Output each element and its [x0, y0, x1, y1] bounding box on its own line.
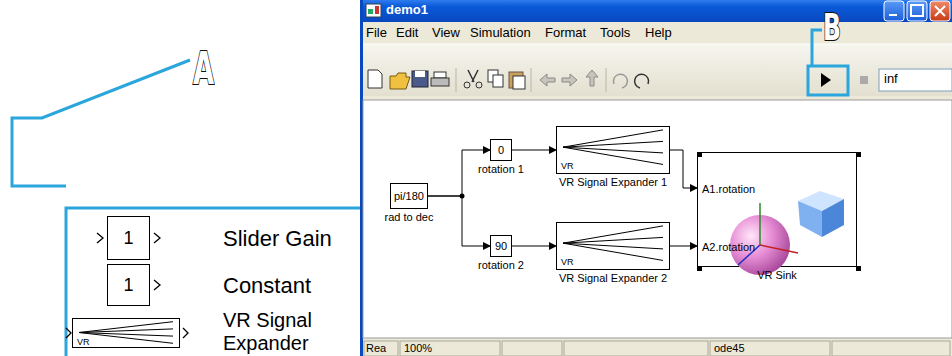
status-text: ode45 — [714, 342, 745, 355]
vr-sink-block: A1.rotationA2.rotationVR Sink — [697, 152, 857, 267]
callout-letter: A — [193, 44, 214, 95]
block-label: VR Sink — [757, 269, 797, 282]
app-window — [360, 0, 952, 356]
window-buttons — [884, 1, 950, 21]
constant-block: 0rotation 1 — [490, 139, 512, 161]
constant-block: 90rotation 2 — [490, 235, 512, 257]
expander-icon — [557, 127, 671, 175]
menu-item: Edit — [396, 26, 418, 41]
stop-time-field: inf — [884, 72, 898, 87]
menu-item: File — [366, 26, 387, 41]
block-label: rotation 1 — [478, 163, 524, 176]
menu-item: Tools — [600, 26, 630, 41]
block-label: VR Signal Expander 2 — [559, 272, 667, 285]
toolbar-icons — [368, 68, 952, 92]
block-text: A1.rotation — [702, 183, 755, 196]
window-icon — [366, 4, 381, 17]
gain-block: pi/180rad to dec — [390, 183, 428, 209]
library-constant-block: 1Constant — [107, 264, 150, 306]
signal-line — [670, 150, 697, 188]
block-text: 0 — [498, 144, 504, 157]
status-text: 100% — [404, 342, 432, 355]
block-text: VR — [561, 257, 574, 267]
block-label: VR Signal Expander — [223, 309, 349, 355]
block-label: VR Signal Expander 1 — [559, 176, 667, 189]
signal-line — [512, 150, 556, 151]
block-text: VR — [561, 161, 574, 171]
library-expander-block: VRVR Signal Expander — [72, 318, 180, 348]
block-text: 1 — [123, 275, 133, 296]
block-text: A2.rotation — [702, 241, 755, 254]
block-text: 90 — [495, 240, 507, 253]
block-label: rotation 2 — [478, 259, 524, 272]
block-text: 1 — [123, 228, 133, 249]
block-label: rad to dec — [385, 211, 434, 224]
callout-letter: B — [823, 6, 841, 50]
menu-item: View — [432, 26, 460, 41]
signal-line — [512, 246, 556, 247]
status-fields — [364, 341, 950, 356]
signal-expander-block: VRVR Signal Expander 1 — [556, 126, 670, 174]
library-gain-block: 1Slider Gain — [107, 216, 150, 260]
block-label: Constant — [223, 273, 311, 298]
block-text: pi/180 — [394, 190, 424, 203]
menu-item: Simulation — [470, 26, 531, 41]
callout-leader — [12, 60, 366, 356]
expander-icon — [557, 223, 671, 271]
block-label: Slider Gain — [223, 226, 332, 251]
menu-item: Format — [545, 26, 586, 41]
status-text: Rea — [366, 342, 386, 355]
signal-line — [428, 196, 490, 246]
window-title: demo1 — [386, 3, 428, 18]
signal-line — [670, 246, 697, 247]
block-text: VR — [77, 337, 90, 347]
menu-item: Help — [645, 26, 672, 41]
signal-expander-block: VRVR Signal Expander 2 — [556, 222, 670, 270]
